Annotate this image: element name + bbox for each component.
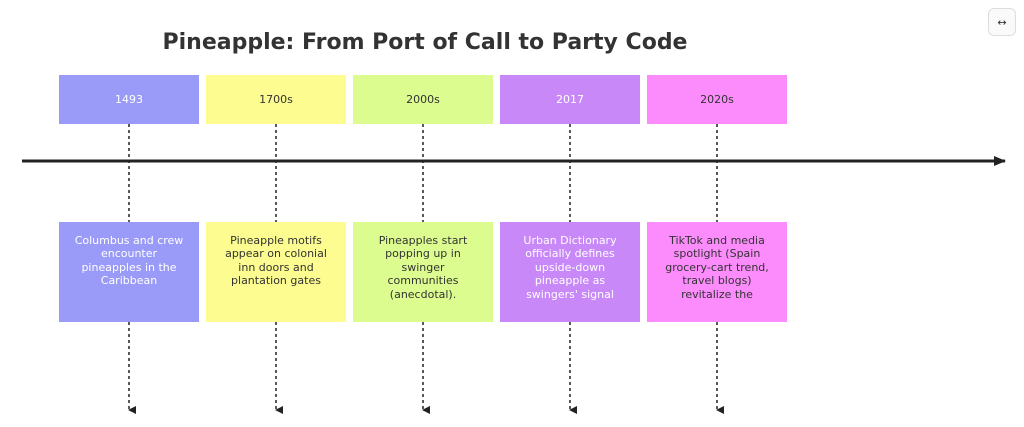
event-text: Urban Dictionary officially defines upsi…	[523, 234, 617, 301]
period-label: 2020s	[700, 92, 734, 106]
event-box-2020s[interactable]: TikTok and media spotlight (Spain grocer…	[647, 222, 787, 322]
collapse-icon[interactable]: ↔	[988, 8, 1016, 36]
period-box-1700s[interactable]: 1700s	[206, 75, 346, 124]
period-label: 1493	[115, 92, 143, 106]
event-text: Columbus and crew encounter pineapples i…	[74, 234, 184, 288]
event-text: Pineapple motifs appear on colonial inn …	[225, 234, 327, 288]
event-box-2000s[interactable]: Pineapples start popping up in swinger c…	[353, 222, 493, 322]
period-label: 1700s	[259, 92, 293, 106]
period-box-1493[interactable]: 1493	[59, 75, 199, 124]
period-box-2000s[interactable]: 2000s	[353, 75, 493, 124]
period-box-2020s[interactable]: 2020s	[647, 75, 787, 124]
event-text: TikTok and media spotlight (Spain grocer…	[665, 234, 769, 301]
period-label: 2000s	[406, 92, 440, 106]
period-box-2017[interactable]: 2017	[500, 75, 640, 124]
event-box-2017[interactable]: Urban Dictionary officially defines upsi…	[500, 222, 640, 322]
period-label: 2017	[556, 92, 584, 106]
timeline-title: Pineapple: From Port of Call to Party Co…	[162, 30, 688, 55]
event-box-1493[interactable]: Columbus and crew encounter pineapples i…	[59, 222, 199, 322]
event-box-1700s[interactable]: Pineapple motifs appear on colonial inn …	[206, 222, 346, 322]
event-text: Pineapples start popping up in swinger c…	[378, 234, 468, 301]
